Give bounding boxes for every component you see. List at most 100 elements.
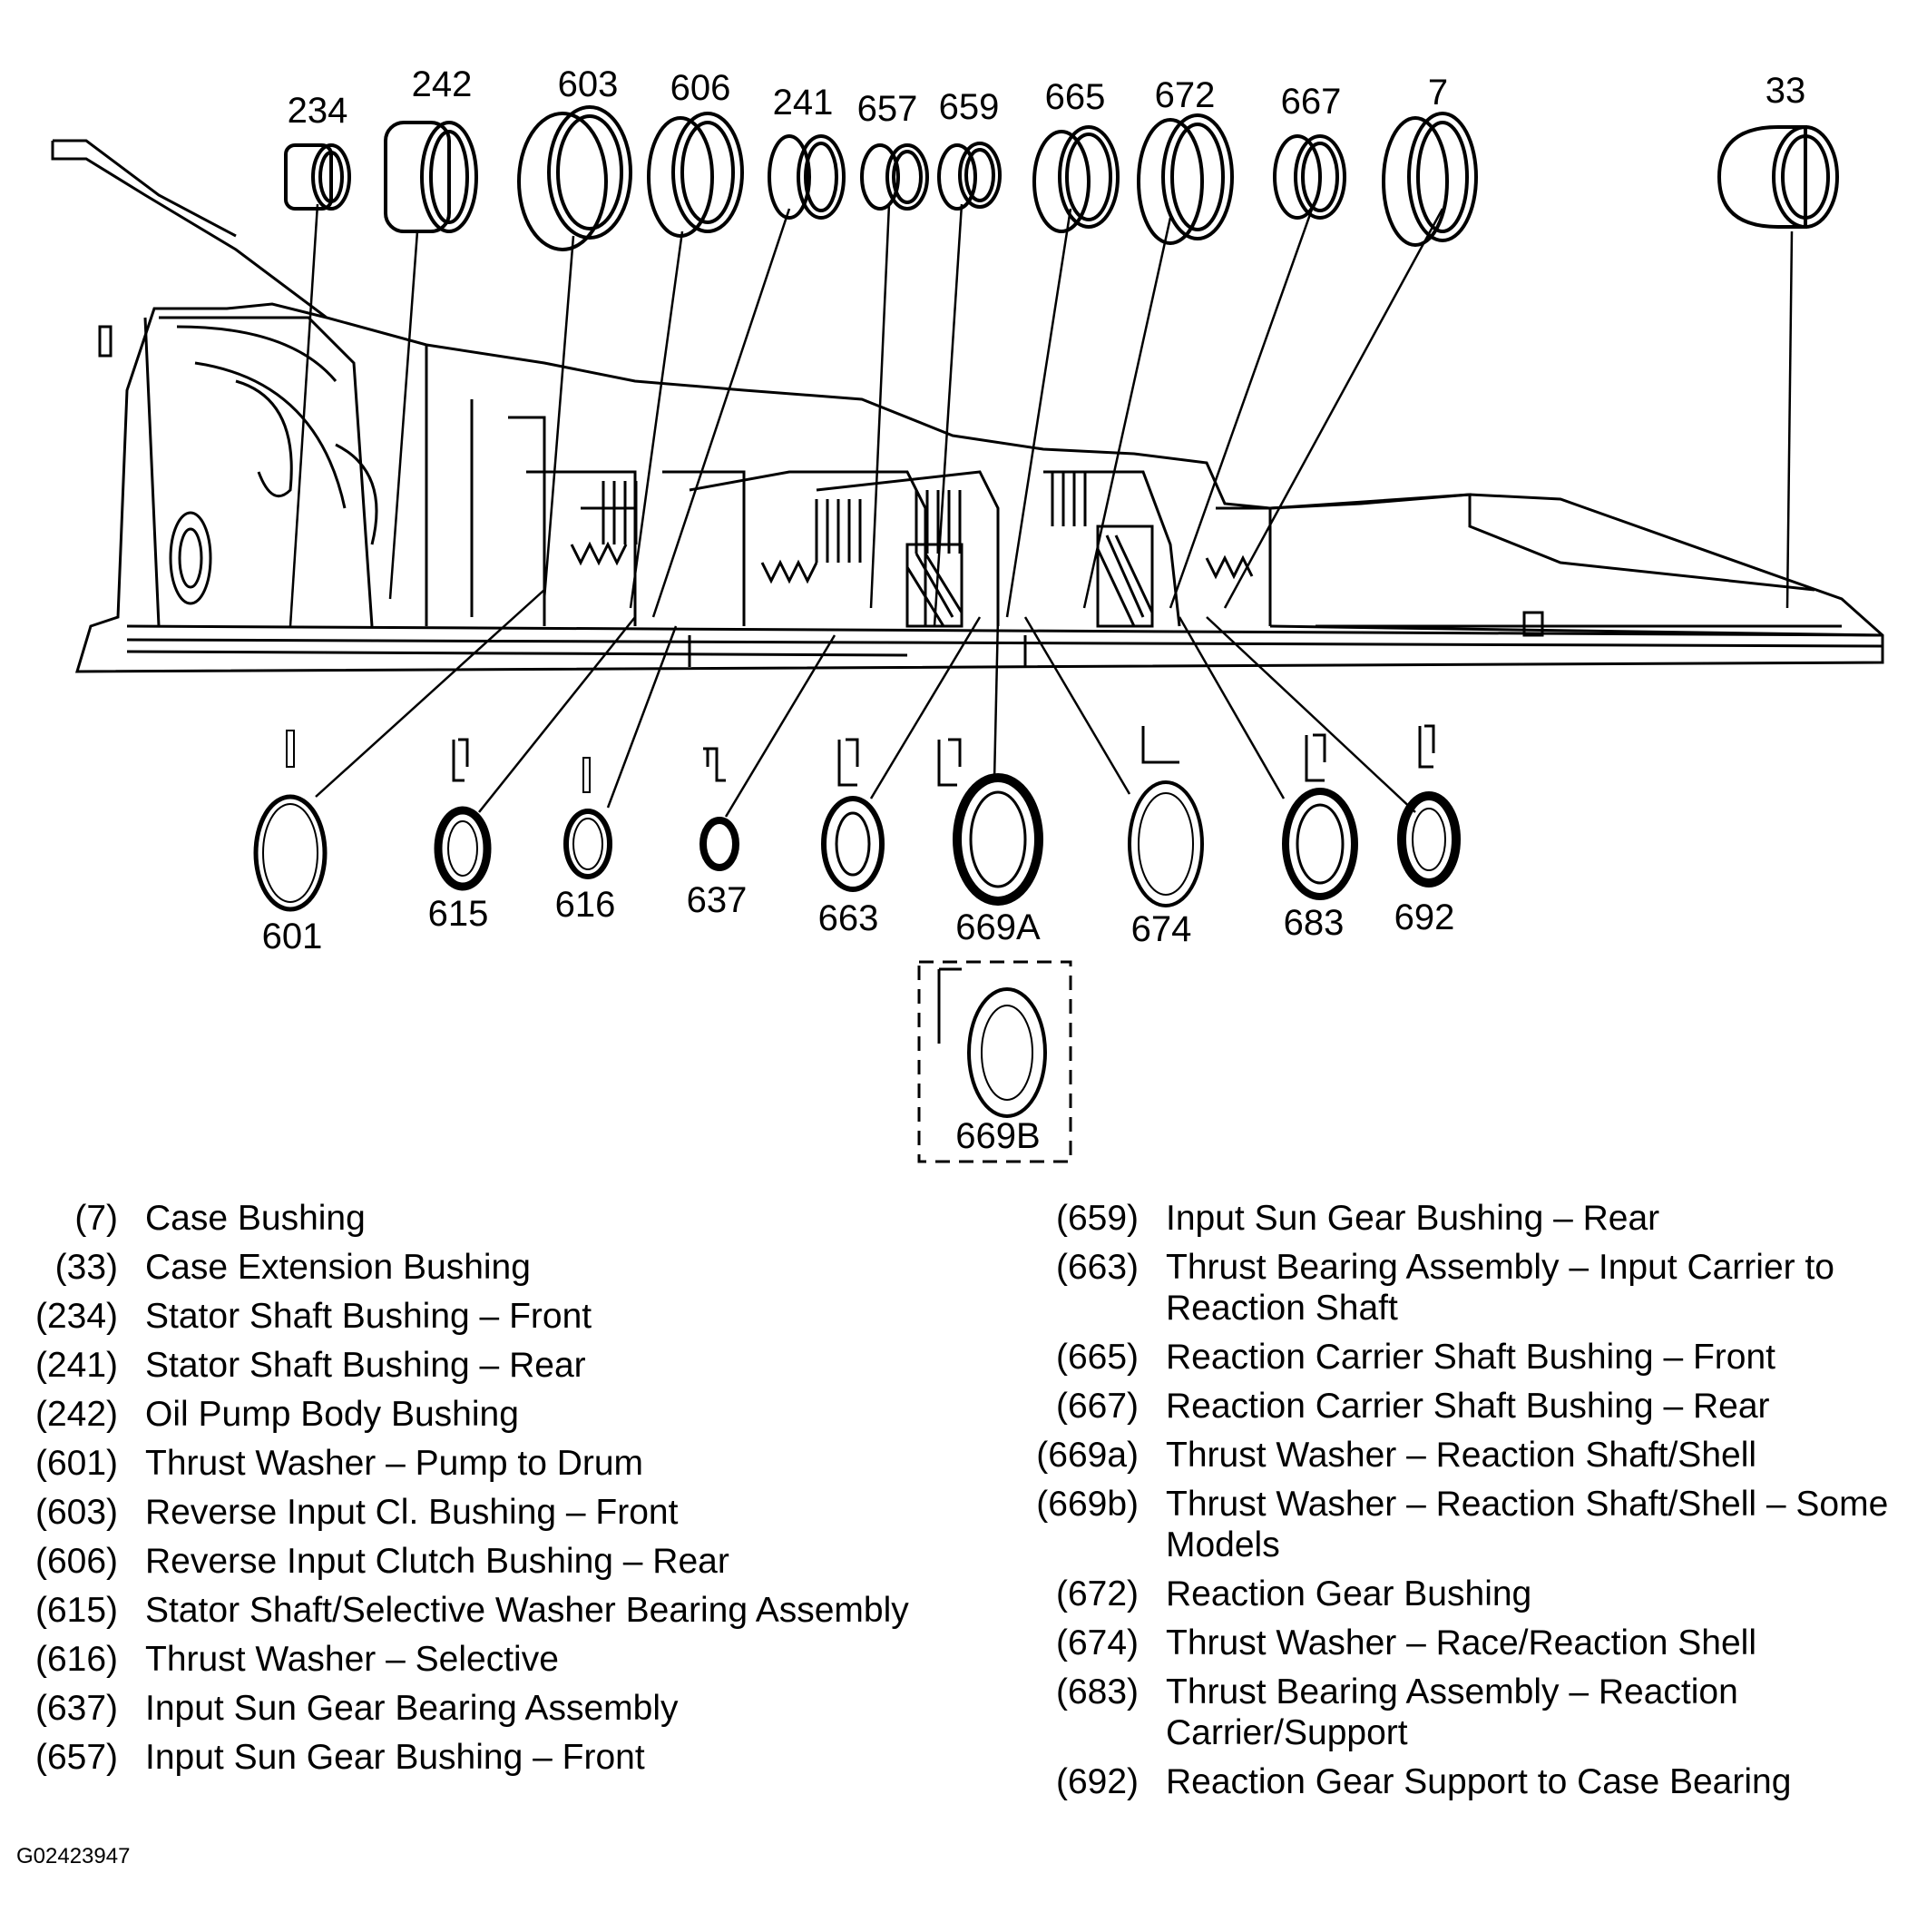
legend-ref: (242) xyxy=(34,1395,118,1434)
legend-item: (683) Thrust Bearing Assembly – Reaction … xyxy=(1016,1672,1914,1753)
callout-601: 601 xyxy=(262,917,323,956)
legend-item: (665) Reaction Carrier Shaft Bushing – Fr… xyxy=(1016,1337,1914,1378)
legend-item: (667) Reaction Carrier Shaft Bushing – Re… xyxy=(1016,1386,1914,1427)
legend-desc: Thrust Bearing Assembly – Reaction Carri… xyxy=(1166,1672,1738,1752)
legend-ref: (692) xyxy=(1055,1762,1139,1801)
legend-right-column: (659) Input Sun Gear Bushing – Rear (663)… xyxy=(1016,1198,1914,1810)
washer-663 xyxy=(821,738,885,892)
legend-ref: (683) xyxy=(1055,1672,1139,1711)
legend-desc: Thrust Washer – Reaction Shaft/Shell xyxy=(1166,1436,1757,1475)
legend-desc: Thrust Washer – Reaction Shaft/Shell – S… xyxy=(1166,1485,1889,1564)
callout-669a: 669A xyxy=(955,907,1041,947)
transmission-diagram: 234 242 603 606 241 657 659 665 672 667 … xyxy=(51,64,1884,1163)
bushing-665 xyxy=(1032,125,1120,233)
legend-ref: (674) xyxy=(1055,1623,1139,1662)
legend-desc: Stator Shaft Bushing – Rear xyxy=(145,1346,586,1385)
bushing-672 xyxy=(1137,113,1234,245)
bushing-657 xyxy=(860,143,929,211)
legend-item: (241) Stator Shaft Bushing – Rear xyxy=(27,1345,971,1386)
legend-ref: (669a) xyxy=(1036,1436,1139,1475)
bushing-234 xyxy=(284,143,351,211)
callout-669b: 669B xyxy=(955,1116,1040,1156)
legend-ref: (615) xyxy=(34,1591,118,1630)
washer-669b xyxy=(967,987,1047,1118)
legend-ref: (603) xyxy=(34,1493,118,1532)
legend-desc: Input Sun Gear Bushing – Rear xyxy=(1166,1199,1660,1238)
washer-669a xyxy=(937,738,1043,906)
washer-616 xyxy=(563,757,612,879)
legend-ref: (637) xyxy=(34,1689,118,1728)
legend-item: (242)Oil Pump Body Bushing xyxy=(27,1394,971,1435)
washer-669b-profile xyxy=(937,967,962,1044)
legend-item: (692) Reaction Gear Support to Case Beari… xyxy=(1016,1761,1914,1802)
legend-item: (669b) Thrust Washer – Reaction Shaft/She… xyxy=(1016,1484,1914,1565)
legend-ref: (241) xyxy=(34,1346,118,1385)
bushing-659 xyxy=(937,142,1002,211)
washer-637 xyxy=(699,747,739,871)
callout-616: 616 xyxy=(555,885,616,925)
legend-ref: (7) xyxy=(74,1199,118,1238)
bushing-33 xyxy=(1717,125,1839,229)
callout-665: 665 xyxy=(1045,77,1106,117)
figure-code: G02423947 xyxy=(16,1844,131,1868)
legend-item: (616) Thrust Washer – Selective xyxy=(27,1639,971,1680)
legend-item: (657)Input Sun Gear Bushing – Front xyxy=(27,1737,971,1778)
legend-item: (606) Reverse Input Clutch Bushing – Rear xyxy=(27,1541,971,1582)
legend-item: (234)Stator Shaft Bushing – Front xyxy=(27,1296,971,1337)
callout-659: 659 xyxy=(939,87,1000,127)
washer-692 xyxy=(1397,724,1461,888)
legend-ref: (663) xyxy=(1055,1248,1139,1287)
legend-desc: Reverse Input Cl. Bushing – Front xyxy=(145,1493,679,1532)
legend-desc: Thrust Washer – Selective xyxy=(145,1640,559,1679)
callout-241: 241 xyxy=(773,83,834,123)
callout-234: 234 xyxy=(288,91,348,131)
washer-674 xyxy=(1128,726,1204,907)
legend-item: (672)Reaction Gear Bushing xyxy=(1016,1574,1914,1614)
callout-637: 637 xyxy=(687,880,748,920)
legend-item: (669a) Thrust Washer – Reaction Shaft/She… xyxy=(1016,1435,1914,1476)
legend-ref: (667) xyxy=(1055,1387,1139,1426)
washer-group xyxy=(253,724,1461,912)
legend-ref: (606) xyxy=(34,1542,118,1581)
legend-ref: (616) xyxy=(34,1640,118,1679)
legend-ref: (33) xyxy=(54,1248,118,1287)
callout-674: 674 xyxy=(1131,909,1192,949)
legend-ref: (665) xyxy=(1055,1338,1139,1377)
legend-item: (659) Input Sun Gear Bushing – Rear xyxy=(1016,1198,1914,1239)
bushing-667 xyxy=(1273,134,1346,220)
legend-item: (663) Thrust Bearing Assembly – Input Car… xyxy=(1016,1247,1914,1329)
legend-desc: Stator Shaft/Selective Washer Bearing As… xyxy=(145,1591,909,1630)
legend-ref: (234) xyxy=(34,1297,118,1336)
legend-desc: Reaction Gear Support to Case Bearing xyxy=(1166,1762,1792,1801)
callout-692: 692 xyxy=(1394,897,1455,937)
washer-683 xyxy=(1282,733,1358,900)
legend-ref: (669b) xyxy=(1036,1485,1139,1524)
legend-item: (7) Case Bushing xyxy=(27,1198,971,1239)
legend-desc: Input Sun Gear Bearing Assembly xyxy=(145,1689,679,1728)
bushing-606 xyxy=(647,112,744,238)
legend-item: (601)Thrust Washer – Pump to Drum xyxy=(27,1443,971,1484)
legend-desc: Case Bushing xyxy=(145,1199,366,1238)
bushing-603 xyxy=(517,105,632,251)
legend-desc: Thrust Bearing Assembly – Input Carrier … xyxy=(1166,1248,1834,1328)
callout-242: 242 xyxy=(412,64,473,104)
inset-dashed-box xyxy=(917,960,1072,1163)
legend-desc: Thrust Washer – Race/Reaction Shell xyxy=(1166,1623,1757,1662)
bushing-7 xyxy=(1382,112,1478,247)
legend-item: (33)Case Extension Bushing xyxy=(27,1247,971,1288)
legend-ref: (672) xyxy=(1055,1574,1139,1613)
legend-item: (615) Stator Shaft/Selective Washer Beari… xyxy=(27,1590,971,1631)
legend-item: (603) Reverse Input Cl. Bushing – Front xyxy=(27,1492,971,1533)
legend-ref: (657) xyxy=(34,1738,118,1777)
legend-desc: Reaction Carrier Shaft Bushing – Front xyxy=(1166,1338,1775,1377)
legend-item: (674) Thrust Washer – Race/Reaction Shell xyxy=(1016,1623,1914,1663)
legend-left-column: (7) Case Bushing (33)Case Extension Bushi… xyxy=(27,1198,971,1786)
bushing-241 xyxy=(768,134,846,220)
legend-desc: Reverse Input Clutch Bushing – Rear xyxy=(145,1542,729,1581)
callout-33: 33 xyxy=(1766,71,1806,111)
legend-desc: Reaction Carrier Shaft Bushing – Rear xyxy=(1166,1387,1770,1426)
callout-663: 663 xyxy=(818,898,879,938)
callout-615: 615 xyxy=(428,894,489,934)
legend-ref: (659) xyxy=(1055,1199,1139,1238)
legend-ref: (601) xyxy=(34,1444,118,1483)
